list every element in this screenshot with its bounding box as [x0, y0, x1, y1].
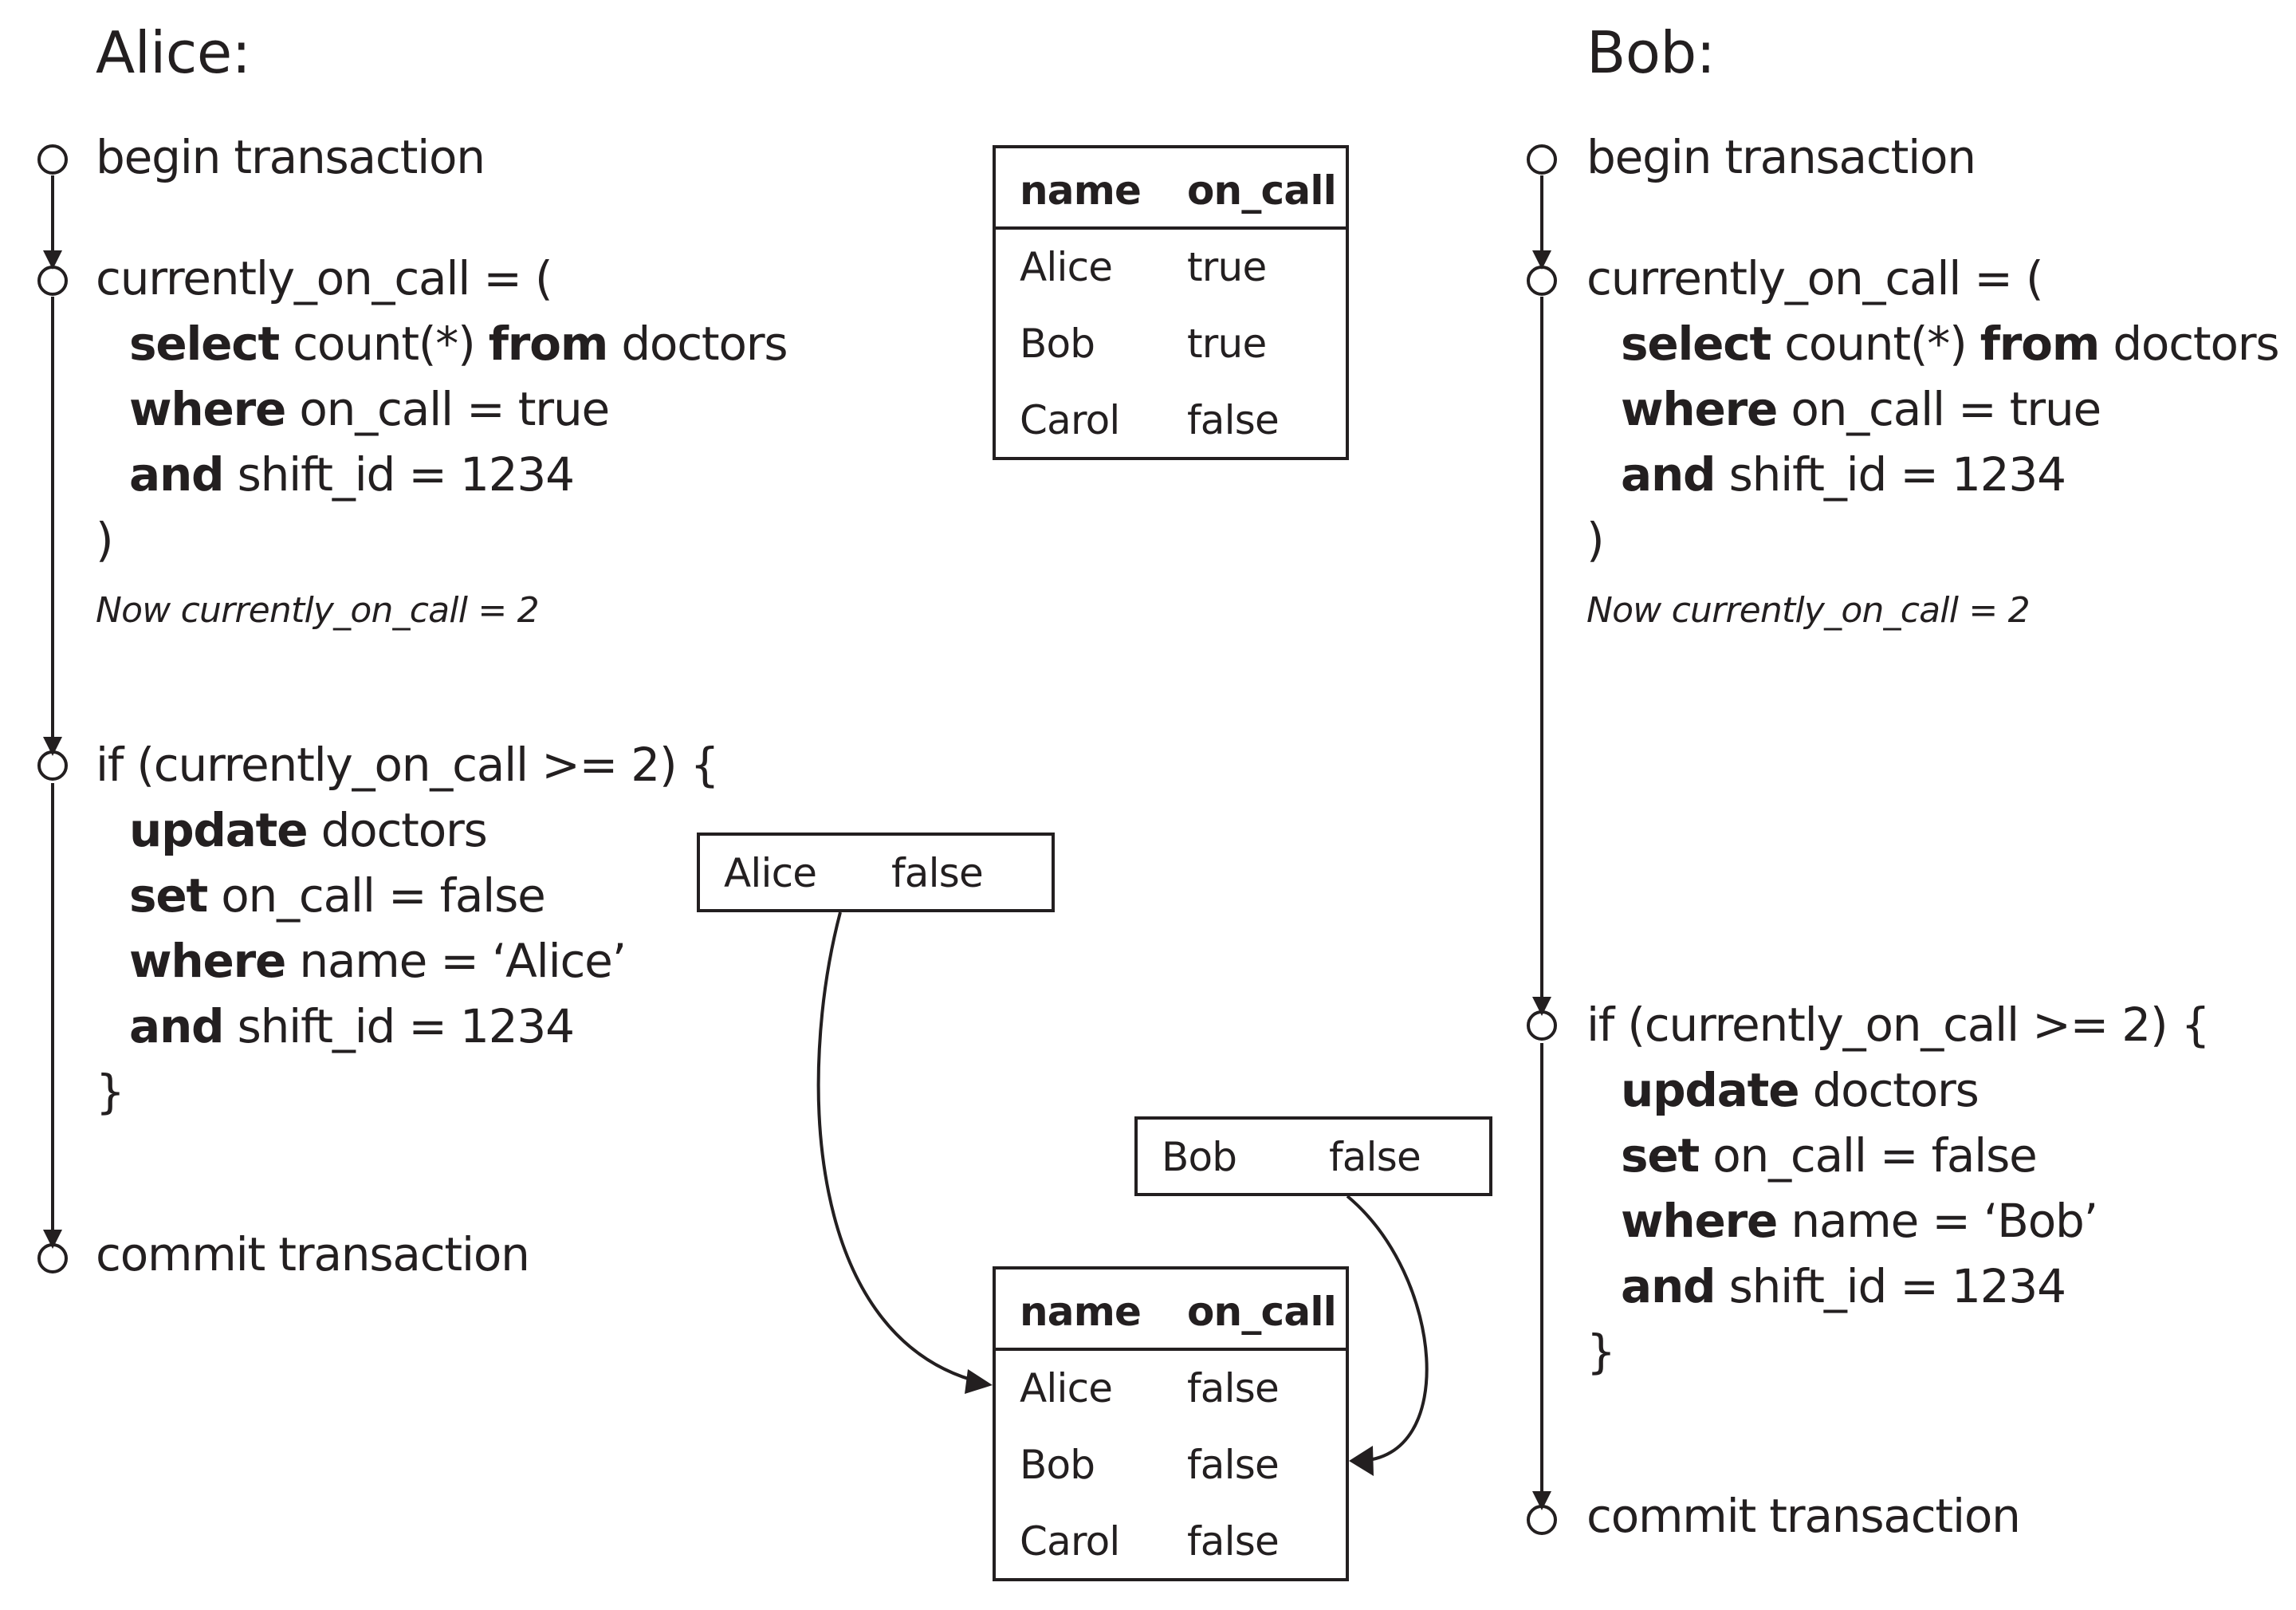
table-before-cell: true [1187, 321, 1267, 367]
alice-query-line-and: and shift_id = 1234 [129, 447, 575, 502]
bob-begin-node [1527, 144, 1557, 175]
bob-arrowhead [1532, 1491, 1551, 1510]
bob-query-open: currently_on_call = ( [1586, 251, 2044, 305]
bob-query-node [1527, 266, 1557, 296]
bob-note: Now currently_on_call = 2 [1586, 590, 2031, 631]
table-after-col-on-call: on_call [1187, 1289, 1337, 1335]
alice-where-line: where name = ‘Alice’ [129, 934, 627, 988]
table-after: name on_call Alice false Bob false Carol… [993, 1266, 1349, 1581]
table-before: name on_call Alice true Bob true Carol f… [993, 145, 1349, 460]
alice-commit-node [37, 1243, 68, 1273]
table-after-cell: Carol [1020, 1518, 1120, 1565]
bob-arrowhead [1532, 250, 1551, 270]
table-before-cell: false [1187, 397, 1280, 443]
alice-write-value: false [891, 850, 984, 896]
bob-query-line-and: and shift_id = 1234 [1621, 447, 2066, 502]
bob-query-line-select: select count(*) from doctors [1621, 317, 2280, 371]
alice-arrowhead [43, 737, 62, 756]
alice-update-line: update doctors [129, 803, 488, 857]
alice-set-line: set on_call = false [129, 868, 546, 923]
alice-query-line-where: where on_call = true [129, 382, 610, 436]
bob-begin-step: begin transaction [1586, 130, 1976, 184]
alice-query-line-select: select count(*) from doctors [129, 317, 788, 371]
bob-write-arrowhead [1349, 1446, 1374, 1476]
bob-query-line-where: where on_call = true [1621, 382, 2101, 436]
alice-commit-step: commit transaction [96, 1227, 530, 1281]
bob-set-line: set on_call = false [1621, 1128, 2038, 1183]
bob-arrowhead [1532, 997, 1551, 1016]
alice-arrowhead [43, 1230, 62, 1249]
alice-begin-step: begin transaction [96, 130, 486, 184]
bob-query-close: ) [1586, 513, 1605, 567]
table-before-col-name: name [1020, 167, 1142, 214]
bob-update-line: update doctors [1621, 1063, 1980, 1117]
table-before-header: name on_call [996, 148, 1346, 230]
bob-commit-node [1527, 1505, 1557, 1535]
alice-if-line: if (currently_on_call >= 2) { [96, 738, 720, 792]
alice-if-close: } [96, 1065, 125, 1119]
bob-write-box: Bob false [1134, 1116, 1492, 1196]
alice-write-arrowhead [965, 1369, 993, 1394]
table-after-cell: Alice [1020, 1365, 1113, 1411]
table-after-header: name on_call [996, 1269, 1346, 1351]
table-after-cell: false [1187, 1442, 1280, 1488]
table-before-col-on-call: on_call [1187, 167, 1337, 214]
table-before-cell: Bob [1020, 321, 1095, 367]
bob-write-value: false [1329, 1134, 1421, 1180]
alice-query-close: ) [96, 513, 114, 567]
table-after-cell: false [1187, 1365, 1280, 1411]
bob-update-node [1527, 1010, 1557, 1041]
table-before-cell: true [1187, 244, 1267, 290]
bob-if-line: if (currently_on_call >= 2) { [1586, 998, 2211, 1052]
bob-commit-step: commit transaction [1586, 1489, 2021, 1543]
alice-note: Now currently_on_call = 2 [96, 590, 540, 631]
alice-update-node [37, 750, 68, 781]
alice-actor-label: Alice: [96, 19, 251, 86]
table-after-cell: Bob [1020, 1442, 1095, 1488]
alice-query-node [37, 266, 68, 296]
bob-write-name: Bob [1162, 1134, 1237, 1180]
table-before-cell: Carol [1020, 397, 1120, 443]
alice-write-box: Alice false [697, 833, 1055, 912]
alice-arrowhead [43, 250, 62, 270]
table-after-cell: false [1187, 1518, 1280, 1565]
alice-begin-node [37, 144, 68, 175]
alice-write-arrow [816, 911, 983, 1384]
bob-and-line: and shift_id = 1234 [1621, 1259, 2066, 1313]
bob-write-arrow [1346, 1195, 1429, 1462]
table-after-col-name: name [1020, 1289, 1142, 1335]
table-before-cell: Alice [1020, 244, 1113, 290]
bob-if-close: } [1586, 1325, 1616, 1379]
alice-query-open: currently_on_call = ( [96, 251, 553, 305]
alice-and-line: and shift_id = 1234 [129, 999, 575, 1053]
alice-write-name: Alice [724, 850, 817, 896]
bob-actor-label: Bob: [1586, 19, 1716, 86]
bob-where-line: where name = ‘Bob’ [1621, 1194, 2098, 1248]
